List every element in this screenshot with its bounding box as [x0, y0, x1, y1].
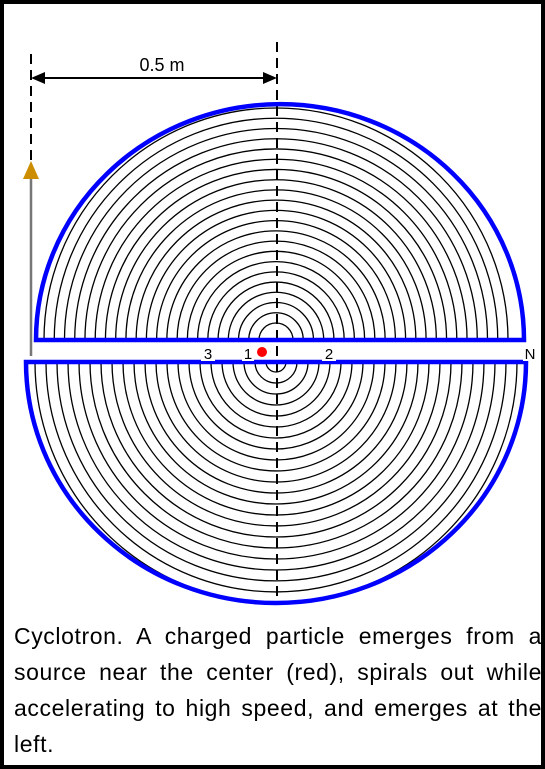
- orbit-lower-arc: [221, 361, 331, 417]
- orbit-upper-arc: [104, 168, 448, 341]
- orbit-upper-arc: [155, 219, 397, 341]
- orbit-upper-arc: [227, 291, 325, 341]
- particle-source-dot: [257, 347, 267, 357]
- orbit-lower-arc: [56, 361, 496, 582]
- orbit-upper-arc: [176, 240, 376, 341]
- orbit-lower-arc: [78, 361, 474, 560]
- orbit-upper-arc: [186, 250, 366, 341]
- orbit-lower-arc: [122, 361, 430, 516]
- orbit-upper-arc: [63, 128, 489, 341]
- orbit-upper-arc: [84, 148, 468, 341]
- orbit-upper-arc: [196, 260, 356, 341]
- orbit-upper-arc: [217, 281, 335, 341]
- label-3-bg: [201, 344, 215, 361]
- orbit-lower-arc: [232, 361, 320, 406]
- cyclotron-diagram: 0.5 m 3 1 2 N: [23, 42, 537, 606]
- orbit-upper-arc: [74, 138, 478, 341]
- lower-dee-outline: [23, 359, 529, 606]
- orbit-label-n: N: [525, 346, 536, 363]
- orbit-group: [34, 107, 518, 604]
- orbit-lower-arc: [166, 361, 386, 472]
- orbit-upper-arc: [125, 189, 427, 341]
- orbit-upper-arc: [115, 179, 437, 341]
- scale-arrow-left-head: [31, 72, 45, 84]
- orbit-lower-arc: [177, 361, 375, 461]
- orbit-upper-arc: [135, 199, 417, 341]
- orbit-lower-arc: [188, 361, 364, 450]
- orbit-lower-arc: [67, 361, 485, 571]
- orbit-lower-arc: [133, 361, 419, 505]
- label-2-bg: [322, 344, 336, 361]
- orbit-label-2: 2: [325, 346, 333, 363]
- orbit-upper-arc: [248, 312, 304, 341]
- orbit-upper-arc: [166, 230, 386, 341]
- orbit-label-1: 1: [244, 346, 252, 363]
- label-n-bg: [523, 344, 537, 361]
- orbit-upper-arc: [94, 158, 458, 341]
- orbit-upper-arc: [207, 271, 345, 341]
- orbit-lower-arc: [243, 361, 309, 395]
- orbit-lower-arc: [199, 361, 353, 439]
- upper-dee-outline: [33, 101, 527, 343]
- orbit-upper-arc: [43, 107, 509, 341]
- orbit-upper-arc: [237, 301, 315, 341]
- orbit-lower-arc: [45, 361, 507, 593]
- orbit-lower-arc: [144, 361, 408, 494]
- scale-arrow-right-head: [263, 72, 277, 84]
- figure-caption: Cyclotron. A charged particle emerges fr…: [14, 623, 542, 757]
- exit-arrow-head: [23, 161, 39, 179]
- orbit-upper-arc: [53, 117, 499, 341]
- orbit-lower-arc: [89, 361, 463, 549]
- orbit-lower-arc: [155, 361, 397, 483]
- orbit-lower-arc: [100, 361, 452, 538]
- orbit-upper-arc: [145, 209, 407, 341]
- orbit-lower-arc: [254, 361, 298, 384]
- orbit-lower-arc: [210, 361, 342, 428]
- label-1-bg: [242, 344, 254, 361]
- orbit-lower-arc: [111, 361, 441, 527]
- orbit-label-3: 3: [204, 346, 212, 363]
- scale-label: 0.5 m: [139, 55, 184, 75]
- orbit-upper-arc: [258, 322, 294, 341]
- orbit-lower-arc: [265, 361, 287, 373]
